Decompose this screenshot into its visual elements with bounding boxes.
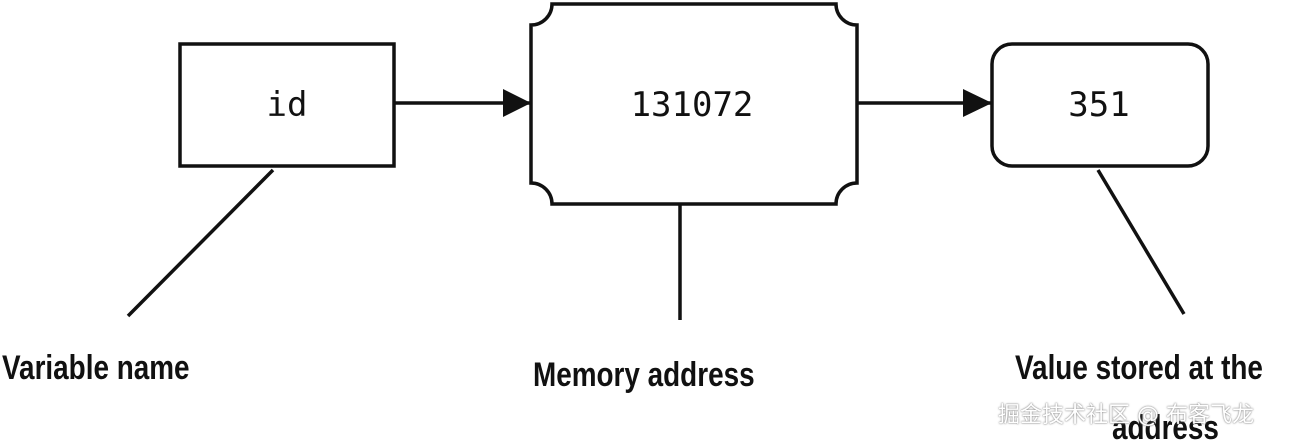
callout-line-variable	[126, 168, 275, 318]
arrowhead-variable-to-address	[503, 89, 531, 117]
watermark-text: 掘金技术社区 @ 布客飞龙	[998, 403, 1254, 428]
caption-value-line2: address	[1112, 409, 1219, 447]
caption-value-line1: Value stored at the	[1015, 349, 1263, 387]
value-node-box	[990, 42, 1210, 168]
caption-memory-address: Memory address	[533, 356, 755, 394]
variable-node-box	[178, 42, 396, 168]
callout-line-value	[1096, 169, 1186, 315]
address-node-text: 131072	[631, 85, 754, 125]
arrowhead-address-to-value	[963, 89, 992, 117]
variable-node-text: id	[267, 85, 308, 125]
caption-variable-name: Variable name	[2, 349, 190, 387]
address-node-box	[529, 2, 859, 206]
value-node-text: 351	[1068, 85, 1129, 125]
